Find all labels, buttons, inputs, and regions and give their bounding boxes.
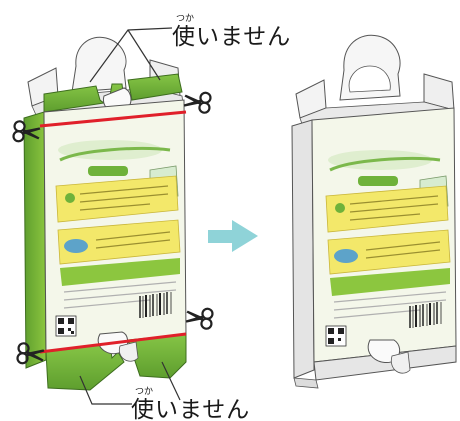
arrow-right-icon	[208, 220, 258, 252]
cut-line-bottom	[39, 332, 187, 354]
cut-line-top	[39, 110, 187, 128]
right-box-after	[291, 34, 457, 389]
left-box-before	[11, 27, 215, 405]
scissors-icon	[181, 89, 213, 115]
callout-bottom-text: 使いません	[131, 397, 251, 421]
package-front-artwork	[325, 150, 451, 347]
callout-top-ruby: つか	[176, 14, 195, 24]
callout-top-label: つか 使いません	[172, 14, 291, 50]
callout-bottom-label: つか 使いません	[131, 387, 250, 421]
package-front-artwork	[55, 140, 181, 337]
qr-code-icon	[55, 315, 77, 337]
callout-bottom-ruby: つか	[135, 387, 154, 397]
qr-code-icon	[325, 325, 347, 347]
callout-top-text: 使いません	[172, 24, 292, 50]
callout-leader-bottom	[79, 375, 132, 405]
scissors-icon	[183, 305, 215, 331]
barcode-icon	[139, 292, 172, 318]
barcode-icon	[409, 302, 442, 328]
